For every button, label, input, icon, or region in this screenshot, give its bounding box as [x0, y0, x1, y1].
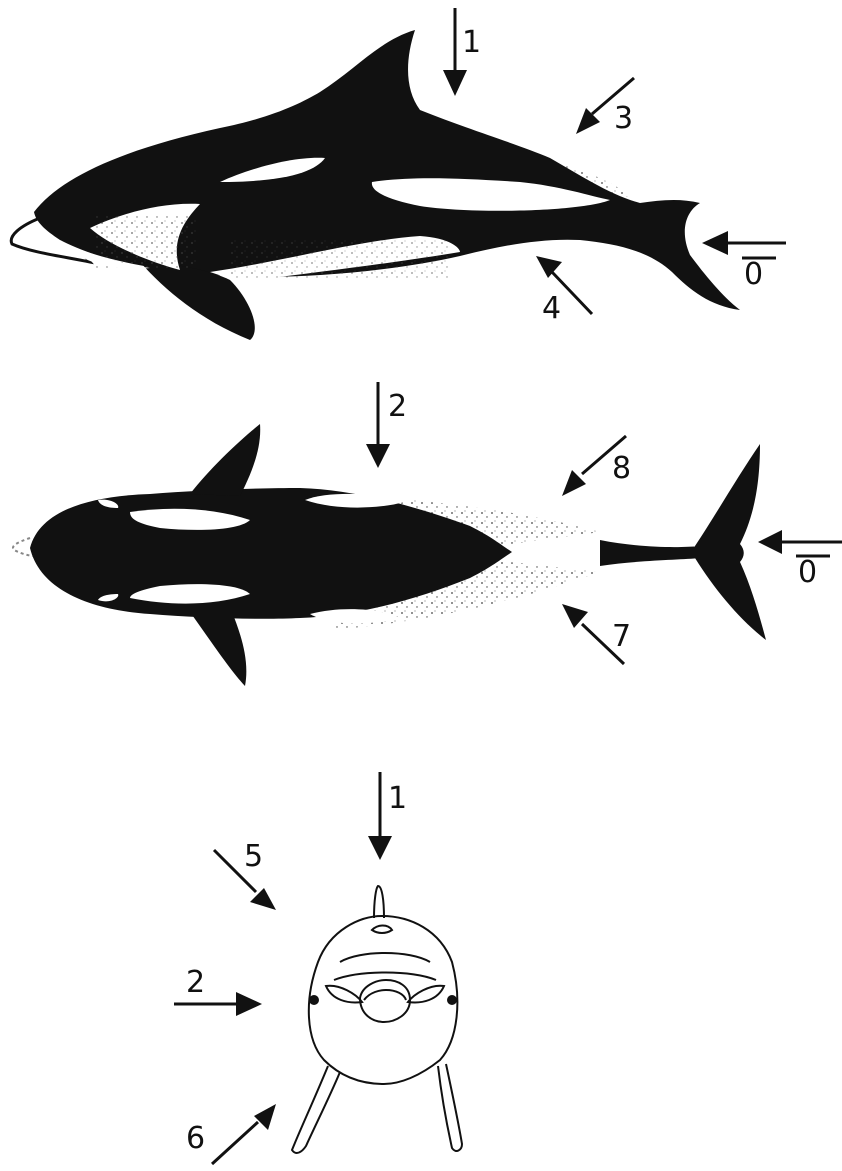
frontal-forehead-line-2	[334, 973, 436, 981]
dorsal-pectoral-fin	[190, 612, 246, 686]
label-lateral-1: 1	[462, 25, 481, 60]
dorsal-flukes	[695, 444, 766, 640]
arrow-dorsal-7: 7	[562, 604, 631, 664]
frontal-dorsal-fin	[374, 886, 384, 918]
label-frontal-6: 6	[186, 1121, 205, 1156]
frontal-flipper-left	[292, 1066, 340, 1153]
arrow-dorsal-8: 8	[562, 436, 631, 496]
label-frontal-1: 1	[388, 781, 407, 816]
arrow-frontal-5: 5	[214, 839, 276, 910]
arrow-frontal-2: 2	[174, 965, 262, 1016]
frontal-blowhole	[372, 926, 392, 934]
frontal-mouth-inner	[364, 990, 406, 1000]
label-lateral-3: 3	[614, 101, 633, 136]
arrow-lateral-1: 1	[443, 8, 481, 96]
label-frontal-5: 5	[244, 839, 263, 874]
arrow-lateral-4: 4	[536, 256, 592, 326]
dorsal-view	[13, 424, 766, 686]
label-dorsal-7: 7	[612, 619, 631, 654]
dorsal-peduncle	[600, 540, 700, 566]
dorsal-fin	[190, 424, 260, 496]
frontal-eye-right	[447, 995, 457, 1005]
arrow-frontal-1: 1	[368, 772, 407, 860]
arrow-dorsal-2: 2	[366, 382, 407, 468]
frontal-eye-left	[309, 995, 319, 1005]
frontal-eye-patch-left	[326, 986, 362, 1003]
label-dorsal-0: 0	[798, 555, 817, 590]
label-lateral-0: 0	[744, 257, 763, 292]
arrow-lateral-0: 0	[702, 231, 786, 292]
label-frontal-2: 2	[186, 965, 205, 1000]
arrow-frontal-6: 6	[186, 1104, 276, 1164]
frontal-forehead-line-1	[340, 953, 430, 962]
frontal-head	[309, 916, 458, 1084]
frontal-mouth	[360, 980, 410, 1022]
frontal-flipper-right	[438, 1064, 462, 1151]
frontal-view	[292, 886, 462, 1153]
arrow-dorsal-0: 0	[758, 530, 842, 590]
label-dorsal-8: 8	[612, 451, 631, 486]
arrow-lateral-3: 3	[576, 78, 634, 136]
frontal-eye-patch-right	[408, 986, 444, 1003]
label-lateral-4: 4	[542, 291, 561, 326]
label-dorsal-2: 2	[388, 389, 407, 424]
lateral-view	[11, 30, 740, 340]
